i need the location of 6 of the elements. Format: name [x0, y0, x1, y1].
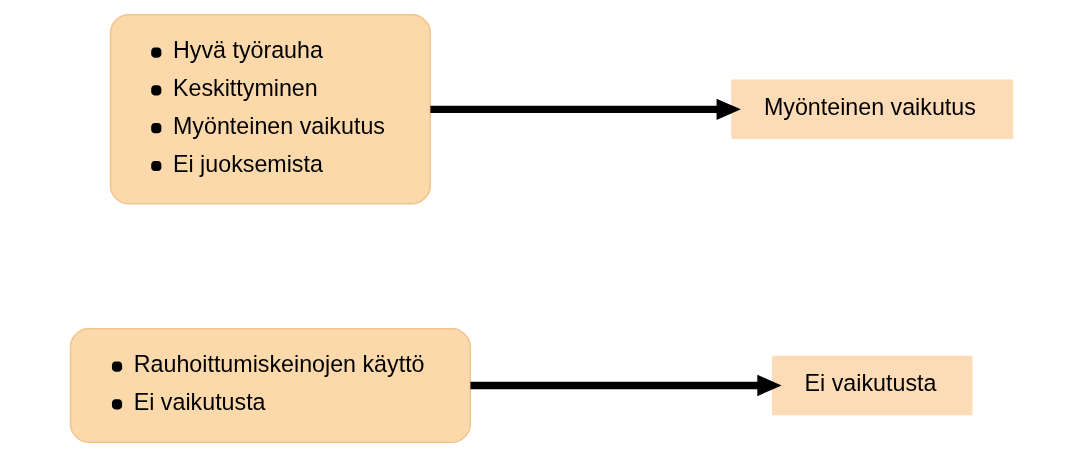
arrow: [429, 98, 741, 120]
node-box: Hyvä työrauha Keskittyminen Myönteinen vaikutus Ei juoksemista: [109, 13, 431, 204]
node-box: Myönteinen vaikutus: [730, 79, 1013, 139]
node-box: Rauhoittumiskeinojen käyttö Ei vaikutusta: [69, 327, 471, 443]
node-box: Ei vaikutusta: [771, 355, 972, 415]
arrow: [469, 374, 782, 396]
